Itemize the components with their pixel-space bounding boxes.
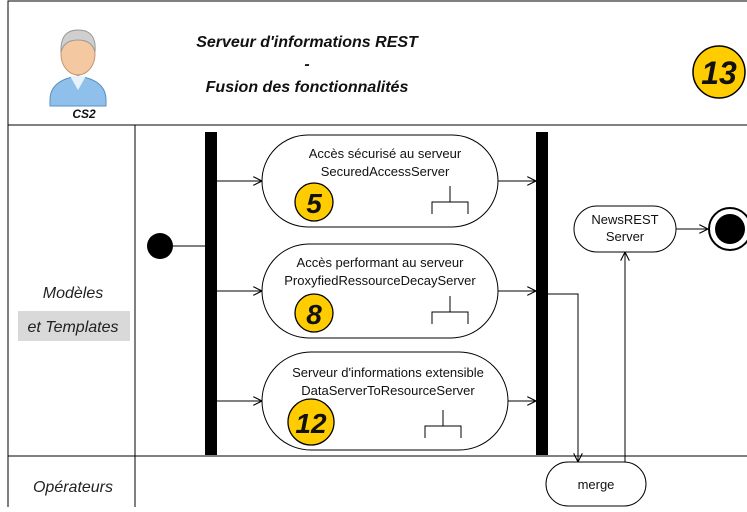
lane-models-label-line2: et Templates <box>27 319 118 336</box>
step-badge-circle <box>692 45 746 99</box>
avatar-icon <box>49 29 107 107</box>
rake-icon <box>424 410 462 438</box>
activity-data-server-title: Serveur d'informations extensible <box>292 365 484 380</box>
news-rest-server-line1: NewsREST <box>591 212 658 227</box>
initial-node <box>147 233 173 259</box>
activity-proxyfied-decay-badge-number: 8 <box>306 299 322 330</box>
lane-operators-label: Opérateurs <box>33 479 113 496</box>
final-node <box>715 214 745 244</box>
rake-icon <box>431 186 469 214</box>
page-title-line1: Serveur d'informations REST <box>196 34 419 51</box>
avatar-label: CS2 <box>72 107 96 121</box>
join-bar <box>536 132 548 455</box>
activity-proxyfied-decay-subtitle: ProxyfiedRessourceDecayServer <box>284 273 476 288</box>
merge-node-label: merge <box>578 477 615 492</box>
page-title-line2: - <box>304 56 309 73</box>
activity-data-server-badge-number: 12 <box>295 408 327 439</box>
fork-bar <box>205 132 217 455</box>
activity-secured-access-title: Accès sécurisé au serveur <box>309 146 462 161</box>
activity-secured-access-subtitle: SecuredAccessServer <box>321 164 450 179</box>
activity-secured-access-badge-number: 5 <box>306 188 322 219</box>
activity-proxyfied-decay-badge <box>294 293 334 333</box>
lane-models-highlight <box>18 311 130 341</box>
activity-data-server-subtitle: DataServerToResourceServer <box>301 383 475 398</box>
step-badge-number: 13 <box>701 55 737 91</box>
diagram-frame <box>7 0 747 512</box>
rake-icon <box>431 296 469 324</box>
page-title-line3: Fusion des fonctionnalités <box>206 79 409 96</box>
activity-data-server-badge <box>287 398 335 446</box>
activity-secured-access-badge <box>294 182 334 222</box>
news-rest-server-line2: Server <box>606 229 645 244</box>
merge-node <box>545 461 647 507</box>
lane-models-label-line1: Modèles <box>43 285 103 302</box>
edge-join-merge <box>548 293 578 462</box>
activity-proxyfied-decay-title: Accès performant au serveur <box>297 255 465 270</box>
